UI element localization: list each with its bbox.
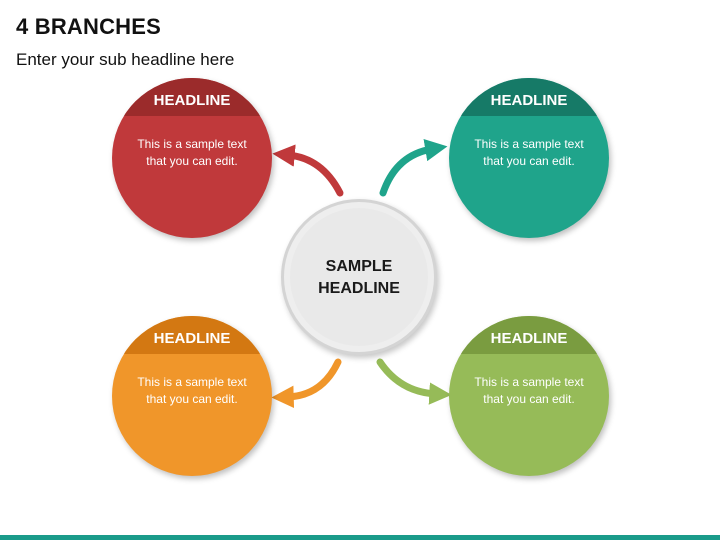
footer-accent-bar — [0, 535, 720, 540]
branch-text-line: This is a sample text — [474, 137, 584, 151]
arrow-bottom-left — [271, 358, 342, 409]
branch-headline: HEADLINE — [490, 92, 568, 109]
branch-text-line: that you can edit. — [483, 154, 575, 168]
arrow-top-left — [272, 144, 344, 197]
branch-body-text: This is a sample text that you can edit. — [463, 136, 595, 170]
slide-title: 4 BRANCHES — [16, 14, 162, 39]
arrow-top-right — [379, 139, 448, 197]
branch-text-line: that you can edit. — [146, 154, 238, 168]
arrow-bottom-right — [376, 358, 452, 405]
branch-text-line: This is a sample text — [137, 375, 247, 389]
branch-headline: HEADLINE — [153, 92, 231, 109]
center-hub-circle: SAMPLE HEADLINE — [281, 199, 437, 355]
center-headline-line: HEADLINE — [318, 280, 400, 297]
branch-text-line: This is a sample text — [474, 375, 584, 389]
center-hub-inner — [290, 208, 428, 346]
branch-headline-band: HEADLINE — [112, 78, 272, 116]
branch-body-text: This is a sample text that you can edit. — [463, 374, 595, 408]
center-headline-line: SAMPLE — [325, 258, 393, 275]
branch-circle-top-left: HEADLINE This is a sample text that you … — [112, 78, 272, 238]
branch-circle-bottom-right: HEADLINE This is a sample text that you … — [449, 316, 609, 476]
branch-headline: HEADLINE — [490, 330, 568, 347]
branch-headline-band: HEADLINE — [112, 316, 272, 354]
branch-circle-top-right: HEADLINE This is a sample text that you … — [449, 78, 609, 238]
branch-body-text: This is a sample text that you can edit. — [126, 136, 258, 170]
branch-headline-band: HEADLINE — [449, 78, 609, 116]
branch-text-line: that you can edit. — [146, 392, 238, 406]
slide-subtitle: Enter your sub headline here — [16, 50, 235, 69]
center-headline: SAMPLE HEADLINE — [284, 256, 434, 300]
branch-headline-band: HEADLINE — [449, 316, 609, 354]
branch-text-line: that you can edit. — [483, 392, 575, 406]
branch-body-text: This is a sample text that you can edit. — [126, 374, 258, 408]
branch-circle-bottom-left: HEADLINE This is a sample text that you … — [112, 316, 272, 476]
branch-text-line: This is a sample text — [137, 137, 247, 151]
branch-headline: HEADLINE — [153, 330, 231, 347]
